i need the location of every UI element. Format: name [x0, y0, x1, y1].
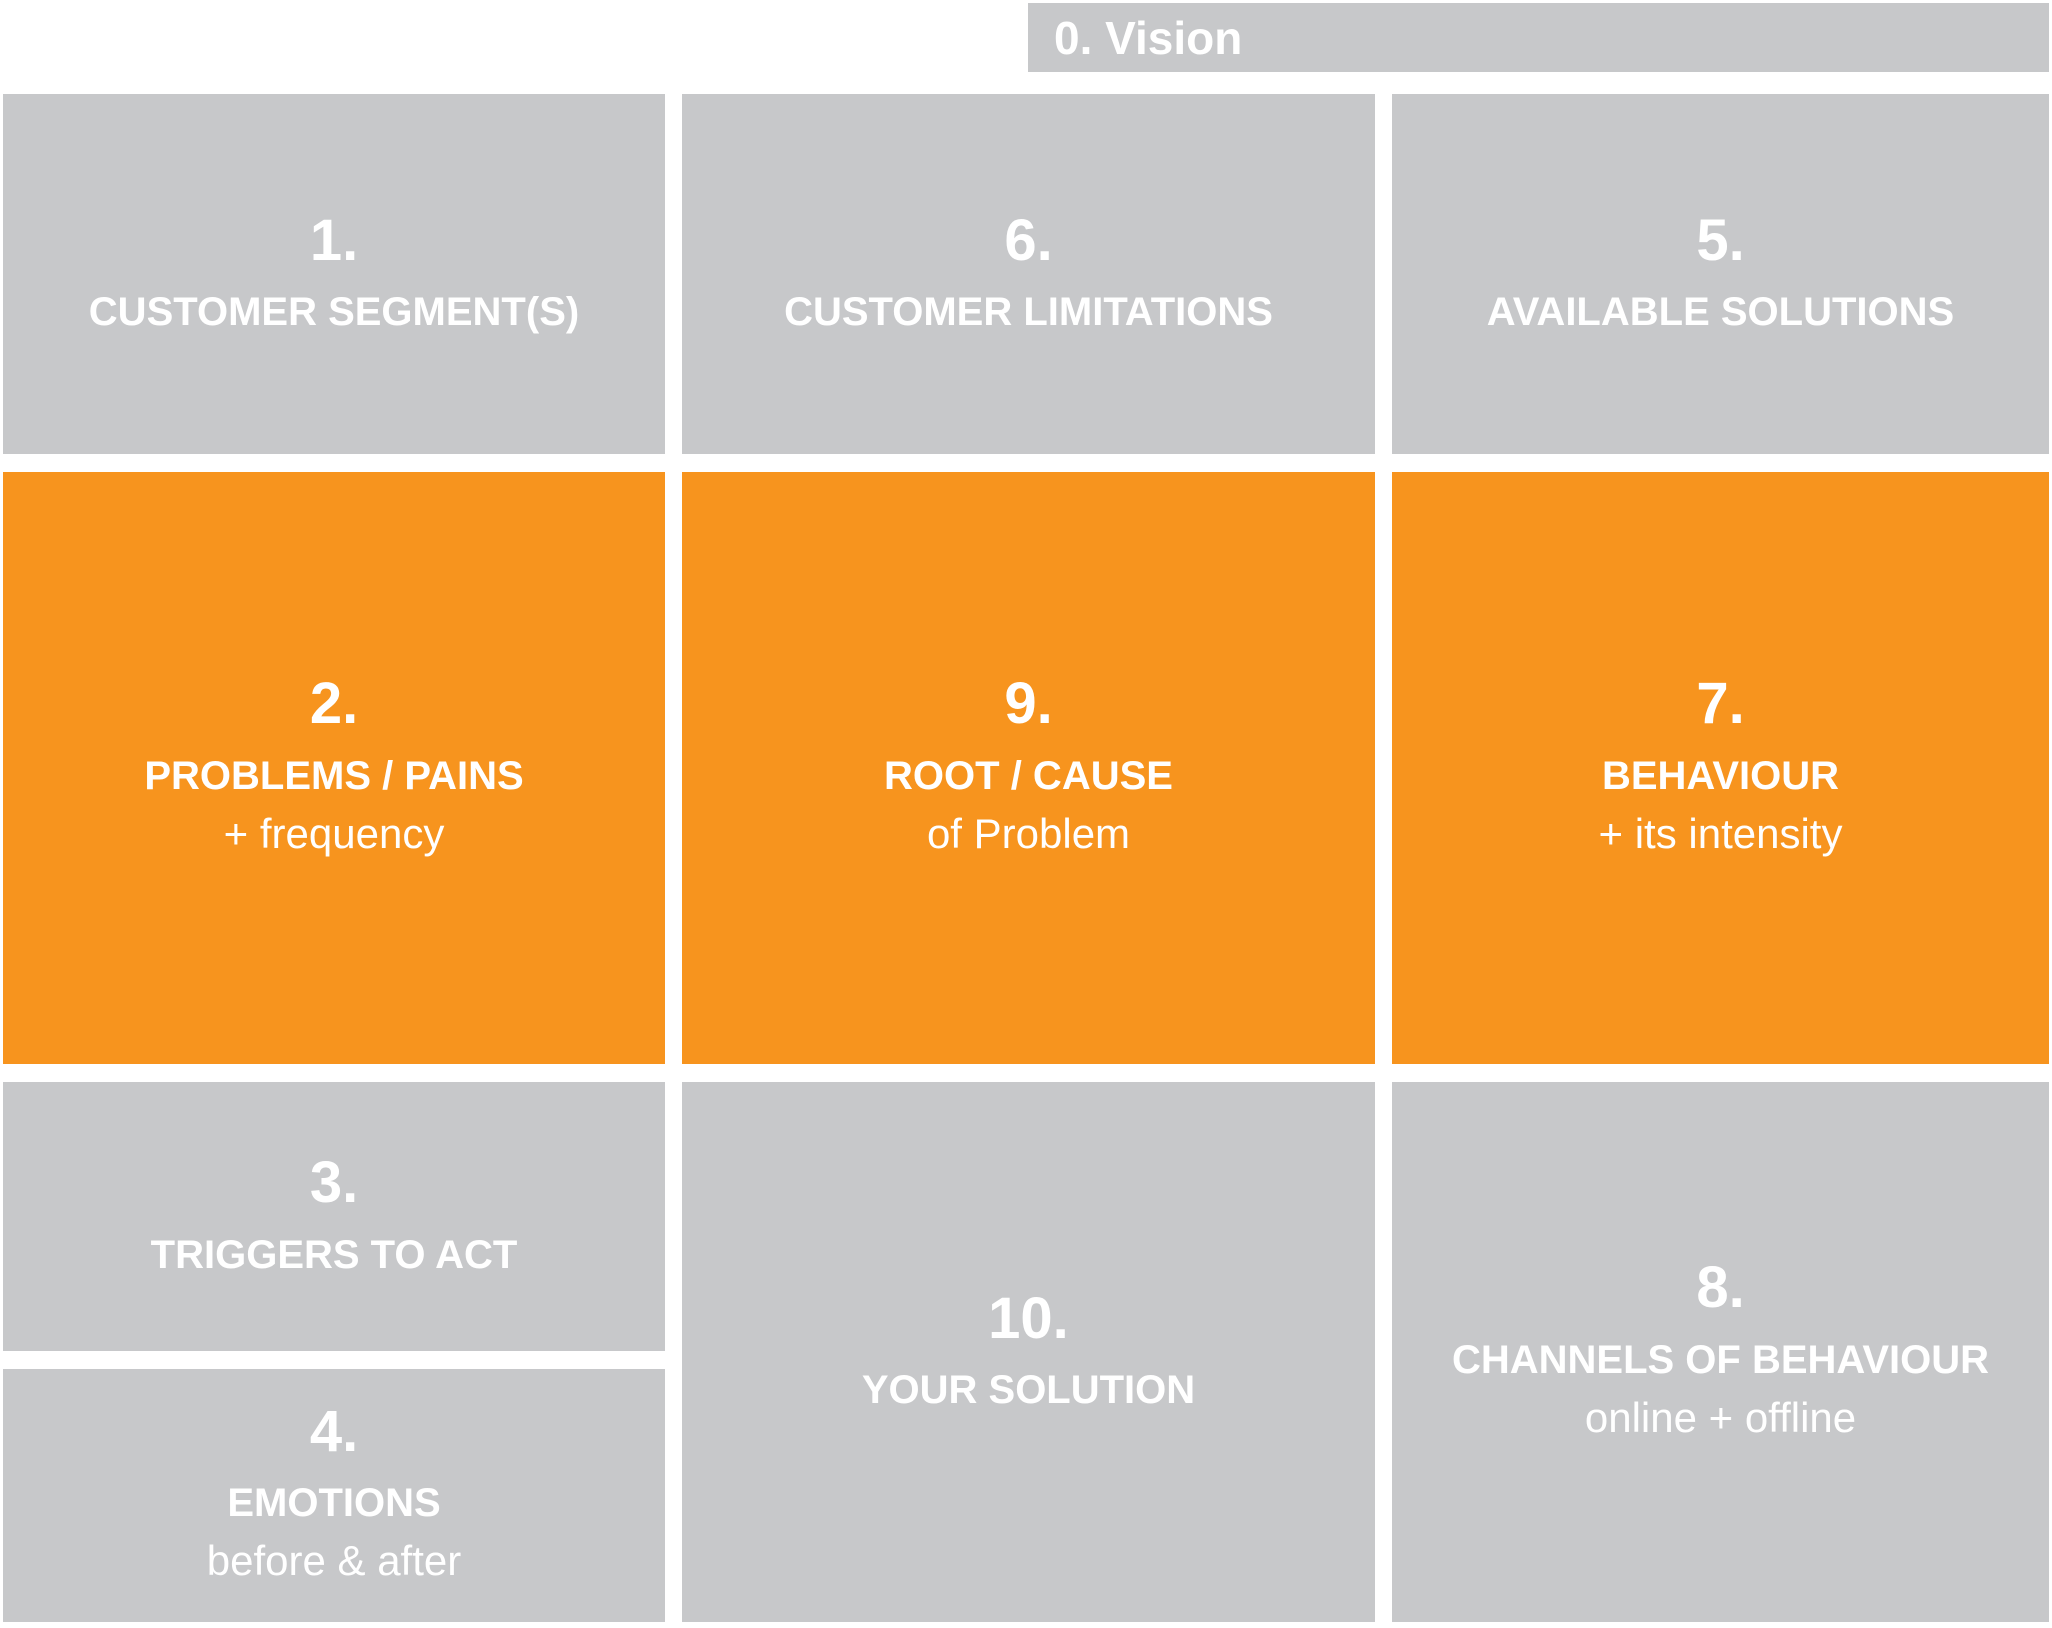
- cell-subtitle: online + offline: [1584, 1393, 1857, 1441]
- cell-number: 10.: [988, 1285, 1069, 1351]
- cell-emotions: 4. EMOTIONS before & after: [3, 1369, 665, 1622]
- cell-subtitle: before & after: [206, 1537, 462, 1585]
- vision-bar: 0. Vision: [1028, 3, 2049, 72]
- cell-title: CUSTOMER LIMITATIONS: [784, 290, 1273, 335]
- cell-your-solution: 10. YOUR SOLUTION: [682, 1082, 1375, 1622]
- cell-subtitle: + its intensity: [1598, 809, 1843, 857]
- cell-number: 3.: [309, 1150, 359, 1216]
- cell-number: 9.: [1004, 671, 1053, 737]
- cell-triggers-to-act: 3. TRIGGERS TO ACT: [3, 1082, 665, 1351]
- cell-title: TRIGGERS TO ACT: [150, 1232, 518, 1277]
- cell-root-cause: 9. ROOT / CAUSE of Problem: [682, 472, 1375, 1064]
- cell-number: 1.: [309, 207, 359, 273]
- cell-title: YOUR SOLUTION: [861, 1368, 1196, 1413]
- cell-subtitle: + frequency: [223, 809, 445, 857]
- cell-title: EMOTIONS: [227, 1481, 441, 1526]
- cell-subtitle: of Problem: [926, 809, 1131, 857]
- cell-customer-limitations: 6. CUSTOMER LIMITATIONS: [682, 94, 1375, 454]
- cell-title: ROOT / CAUSE: [884, 753, 1173, 798]
- cell-customer-segments: 1. CUSTOMER SEGMENT(S): [3, 94, 665, 454]
- cell-number: 6.: [1004, 207, 1053, 273]
- cell-title: CHANNELS OF BEHAVIOUR: [1451, 1337, 1990, 1382]
- cell-number: 2.: [309, 671, 359, 737]
- cell-number: 7.: [1696, 671, 1745, 737]
- cell-number: 8.: [1696, 1255, 1745, 1321]
- cell-number: 4.: [309, 1398, 359, 1464]
- cell-problems-pains: 2. PROBLEMS / PAINS + frequency: [3, 472, 665, 1064]
- cell-title: AVAILABLE SOLUTIONS: [1486, 290, 1955, 335]
- cell-title: BEHAVIOUR: [1601, 753, 1840, 798]
- cell-channels-of-behaviour: 8. CHANNELS OF BEHAVIOUR online + offlin…: [1392, 1082, 2049, 1622]
- cell-title: CUSTOMER SEGMENT(S): [88, 290, 580, 335]
- cell-number: 5.: [1696, 207, 1745, 273]
- cell-available-solutions: 5. AVAILABLE SOLUTIONS: [1392, 94, 2049, 454]
- cell-title: PROBLEMS / PAINS: [144, 753, 524, 798]
- vision-label: 0. Vision: [1054, 11, 1243, 64]
- cell-behaviour: 7. BEHAVIOUR + its intensity: [1392, 472, 2049, 1064]
